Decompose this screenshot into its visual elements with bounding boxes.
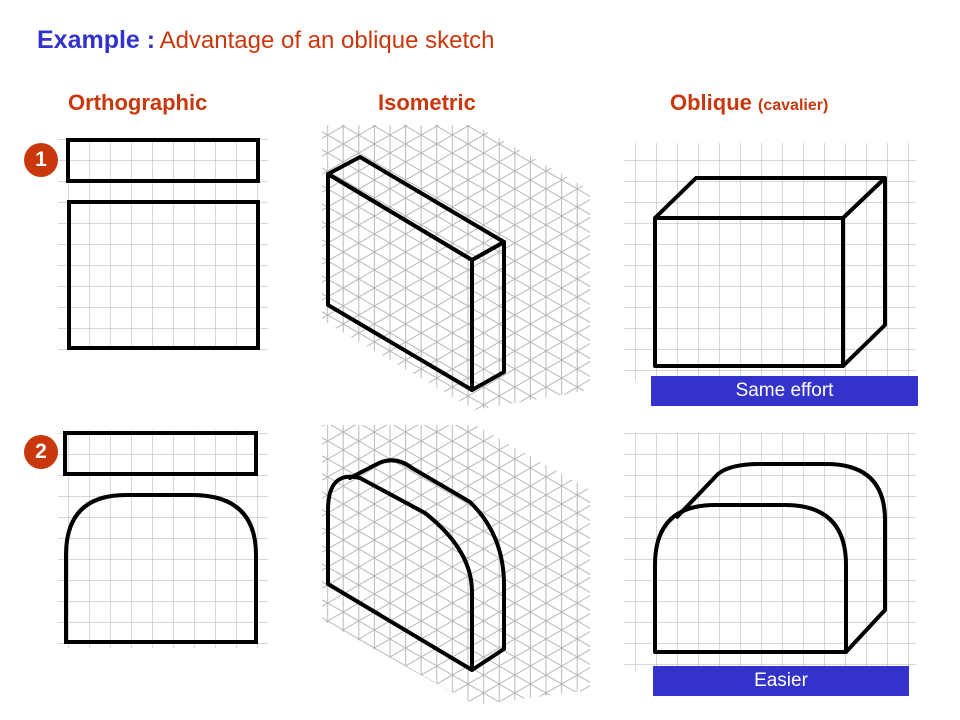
iso-grid-1 [322, 125, 590, 410]
ortho-top-view-2 [63, 431, 258, 476]
oblique-block-2 [653, 462, 887, 654]
column-header-orthographic: Orthographic [68, 90, 207, 116]
oblique-grid-2 [624, 433, 916, 671]
ortho-grid-2 [58, 430, 268, 648]
row-number-badge-2: 2 [24, 435, 58, 469]
column-sublabel: (cavalier) [758, 97, 829, 114]
slide-title: Example : Advantage of an oblique sketch [37, 26, 494, 55]
verdict-text: Easier [754, 670, 808, 691]
iso-block-1 [326, 155, 506, 392]
badge-text: 2 [35, 440, 47, 463]
easier-label: Easier [653, 666, 909, 696]
iso-grid-2 [322, 425, 590, 705]
column-label: Orthographic [68, 90, 208, 115]
iso-block-2 [326, 458, 506, 672]
same-effort-label: Same effort [651, 376, 918, 406]
ortho-front-view-1 [67, 200, 260, 350]
title-rest: Advantage of an oblique sketch [159, 27, 495, 54]
badge-text: 1 [35, 148, 47, 171]
row-number-badge-1: 1 [24, 143, 58, 177]
oblique-block-1 [653, 176, 887, 368]
column-header-isometric: Isometric [378, 90, 476, 116]
title-lead: Example : [37, 26, 156, 54]
ortho-grid-1 [58, 138, 268, 350]
column-header-oblique: Oblique (cavalier) [670, 90, 828, 116]
column-label: Oblique [670, 90, 752, 115]
ortho-front-view-2 [64, 493, 258, 644]
ortho-top-view-1 [66, 138, 260, 183]
column-label: Isometric [378, 90, 476, 115]
verdict-text: Same effort [735, 380, 834, 401]
